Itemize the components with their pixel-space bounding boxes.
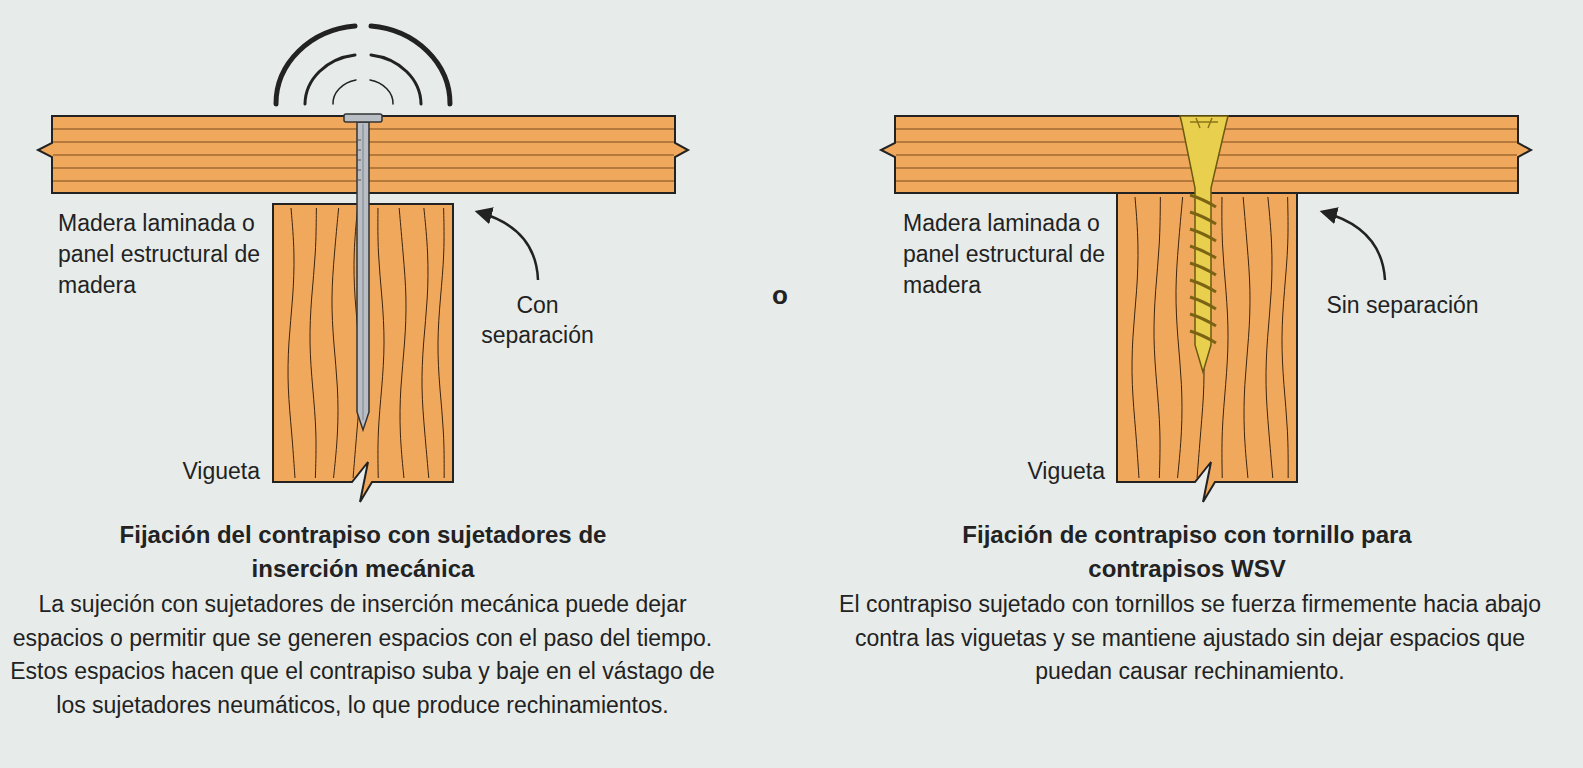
squeak-arcs [276, 26, 450, 104]
grain-line [288, 208, 295, 478]
grain-line [332, 208, 339, 478]
grain-line [378, 208, 384, 478]
screw [1180, 116, 1228, 372]
screw-thread [1190, 195, 1216, 207]
screw-thread [1190, 229, 1216, 241]
grain-line [1176, 197, 1183, 478]
grain-line [1282, 197, 1288, 478]
panel-label: Madera laminada o panel estructural de m… [903, 208, 1113, 301]
grain-line [399, 208, 406, 478]
or-label: o [760, 279, 800, 311]
screw-thread [1190, 263, 1216, 275]
grain-line [1132, 197, 1139, 478]
joist-label: Vigueta [995, 456, 1105, 486]
screw-thread [1190, 280, 1216, 292]
callout-arrow [1323, 212, 1385, 280]
grain-line [1154, 197, 1160, 478]
grain-line [1222, 197, 1228, 478]
grain-line [310, 208, 316, 478]
panel-label: Madera laminada o panel estructural de m… [58, 208, 268, 301]
grain-line [1243, 197, 1250, 478]
screw-thread [1190, 331, 1216, 343]
screw-thread [1190, 246, 1216, 258]
screw-thread [1190, 212, 1216, 224]
grain-line [438, 208, 444, 478]
body-text: El contrapiso sujetado con tornillos se … [835, 588, 1545, 689]
body-text: La sujeción con sujetadores de inserción… [5, 588, 720, 722]
grain-line [1266, 197, 1273, 478]
gap-label: Sin separación [1300, 290, 1505, 320]
joist-label: Vigueta [150, 456, 260, 486]
heading: Fijación del contrapiso con sujetadores … [93, 518, 633, 586]
screw-thread [1190, 297, 1216, 309]
nail [344, 114, 382, 430]
heading: Fijación de contrapiso con tornillo para… [917, 518, 1457, 586]
screw-thread [1190, 314, 1216, 326]
callout-arrow [478, 212, 538, 280]
grain-line [422, 208, 429, 478]
gap-label: Con separación [465, 290, 610, 350]
